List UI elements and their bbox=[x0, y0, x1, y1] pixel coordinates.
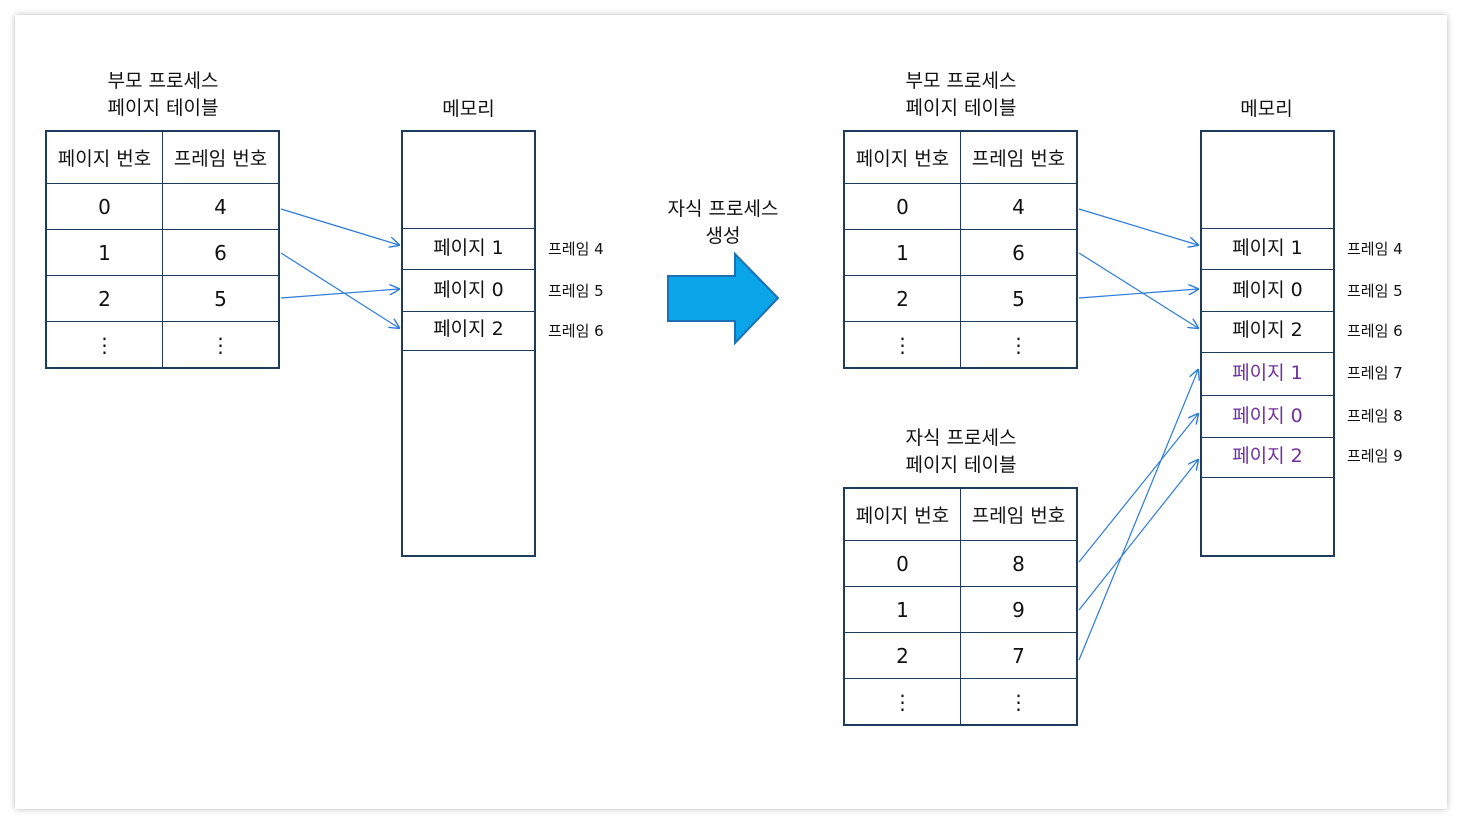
frame-label: 프레임 9 bbox=[1347, 447, 1403, 465]
col-page-header: 페이지 번호 bbox=[843, 487, 961, 541]
table-row: 1 6 bbox=[45, 229, 280, 276]
table-row: 2 5 bbox=[45, 275, 280, 322]
frame-cell: ⋮ bbox=[960, 678, 1078, 726]
page-cell: 1 bbox=[843, 586, 961, 633]
frame-cell: 9 bbox=[960, 586, 1078, 633]
memory-slot: 페이지 0 bbox=[1202, 269, 1333, 311]
memory-slot-child: 페이지 1 bbox=[1202, 352, 1333, 395]
col-frame-header: 프레임 번호 bbox=[162, 130, 280, 184]
edge-child-0-to-frame-8 bbox=[1078, 414, 1198, 563]
right-arrow-shape bbox=[667, 251, 780, 346]
page-cell: ⋮ bbox=[843, 678, 961, 726]
frame-cell: ⋮ bbox=[960, 321, 1078, 369]
table-row: 2 5 bbox=[843, 275, 1078, 322]
parent-table-title-after: 부모 프로세스 페이지 테이블 bbox=[905, 70, 1017, 119]
parent-page-table-after: 페이지 번호 프레임 번호 0 4 1 6 2 5 ⋮ ⋮ bbox=[843, 130, 1078, 369]
edge-parent-1-to-frame-6-after bbox=[1078, 252, 1198, 328]
edge-parent-2-to-frame-5-after bbox=[1078, 289, 1198, 299]
page-cell: ⋮ bbox=[45, 321, 163, 369]
frame-cell: 7 bbox=[960, 632, 1078, 679]
frame-cell: 4 bbox=[162, 183, 280, 230]
page-cell: ⋮ bbox=[843, 321, 961, 369]
col-frame-header: 프레임 번호 bbox=[960, 487, 1078, 541]
page-cell: 0 bbox=[843, 540, 961, 587]
edge-parent-0-to-frame-4 bbox=[280, 208, 399, 245]
memory-slot-child: 페이지 2 bbox=[1202, 437, 1333, 478]
frame-cell: 5 bbox=[960, 275, 1078, 322]
edge-parent-1-to-frame-6 bbox=[280, 252, 399, 328]
frame-cell: 6 bbox=[960, 229, 1078, 276]
edge-child-2-to-frame-7 bbox=[1078, 370, 1198, 661]
table-row: ⋮ ⋮ bbox=[45, 321, 280, 369]
memory-before-title: 메모리 bbox=[442, 98, 495, 120]
table-row: 1 6 bbox=[843, 229, 1078, 276]
frame-cell: 8 bbox=[960, 540, 1078, 587]
table-row: 0 4 bbox=[45, 183, 280, 230]
parent-page-table: 페이지 번호 프레임 번호 0 4 1 6 2 5 ⋮ ⋮ bbox=[45, 130, 280, 369]
frame-label: 프레임 6 bbox=[548, 322, 604, 340]
parent-table-title: 부모 프로세스 페이지 테이블 bbox=[107, 70, 219, 119]
table-row: 0 4 bbox=[843, 183, 1078, 230]
memory-after-title: 메모리 bbox=[1240, 98, 1293, 120]
child-table-title: 자식 프로세스 페이지 테이블 bbox=[905, 427, 1017, 476]
memory-before: 페이지 1 페이지 0 페이지 2 bbox=[401, 130, 536, 557]
page-cell: 2 bbox=[843, 275, 961, 322]
memory-after: 페이지 1 페이지 0 페이지 2 페이지 1 페이지 0 페이지 2 bbox=[1200, 130, 1335, 557]
frame-cell: ⋮ bbox=[162, 321, 280, 369]
child-page-table: 페이지 번호 프레임 번호 0 8 1 9 2 7 ⋮ ⋮ bbox=[843, 487, 1078, 726]
frame-label: 프레임 8 bbox=[1347, 407, 1403, 425]
frame-label: 프레임 4 bbox=[1347, 240, 1403, 258]
frame-label: 프레임 6 bbox=[1347, 322, 1403, 340]
frame-label: 프레임 5 bbox=[1347, 282, 1403, 300]
edge-parent-0-to-frame-4-after bbox=[1078, 208, 1198, 245]
table-row: ⋮ ⋮ bbox=[843, 321, 1078, 369]
right-arrow-icon bbox=[667, 251, 780, 346]
memory-slot: 페이지 2 bbox=[1202, 311, 1333, 352]
edge-parent-2-to-frame-5 bbox=[280, 289, 399, 299]
memory-slot: 페이지 0 bbox=[403, 269, 534, 311]
table-header: 페이지 번호 프레임 번호 bbox=[45, 130, 280, 184]
edge-child-1-to-frame-9 bbox=[1078, 460, 1198, 611]
table-header: 페이지 번호 프레임 번호 bbox=[843, 487, 1078, 541]
table-row: 1 9 bbox=[843, 586, 1078, 633]
memory-slot-child: 페이지 0 bbox=[1202, 395, 1333, 437]
col-page-header: 페이지 번호 bbox=[45, 130, 163, 184]
memory-slot: 페이지 2 bbox=[403, 311, 534, 351]
frame-cell: 4 bbox=[960, 183, 1078, 230]
frame-label: 프레임 7 bbox=[1347, 364, 1403, 382]
table-row: ⋮ ⋮ bbox=[843, 678, 1078, 726]
frame-cell: 5 bbox=[162, 275, 280, 322]
table-header: 페이지 번호 프레임 번호 bbox=[843, 130, 1078, 184]
frame-cell: 6 bbox=[162, 229, 280, 276]
table-row: 2 7 bbox=[843, 632, 1078, 679]
page-cell: 2 bbox=[843, 632, 961, 679]
memory-slot: 페이지 1 bbox=[1202, 228, 1333, 269]
page-cell: 1 bbox=[843, 229, 961, 276]
col-frame-header: 프레임 번호 bbox=[960, 130, 1078, 184]
col-page-header: 페이지 번호 bbox=[843, 130, 961, 184]
frame-label: 프레임 4 bbox=[548, 240, 604, 258]
table-row: 0 8 bbox=[843, 540, 1078, 587]
memory-slot: 페이지 1 bbox=[403, 228, 534, 269]
page-cell: 2 bbox=[45, 275, 163, 322]
arrow-caption: 자식 프로세스 생성 bbox=[667, 198, 779, 247]
frame-label: 프레임 5 bbox=[548, 282, 604, 300]
